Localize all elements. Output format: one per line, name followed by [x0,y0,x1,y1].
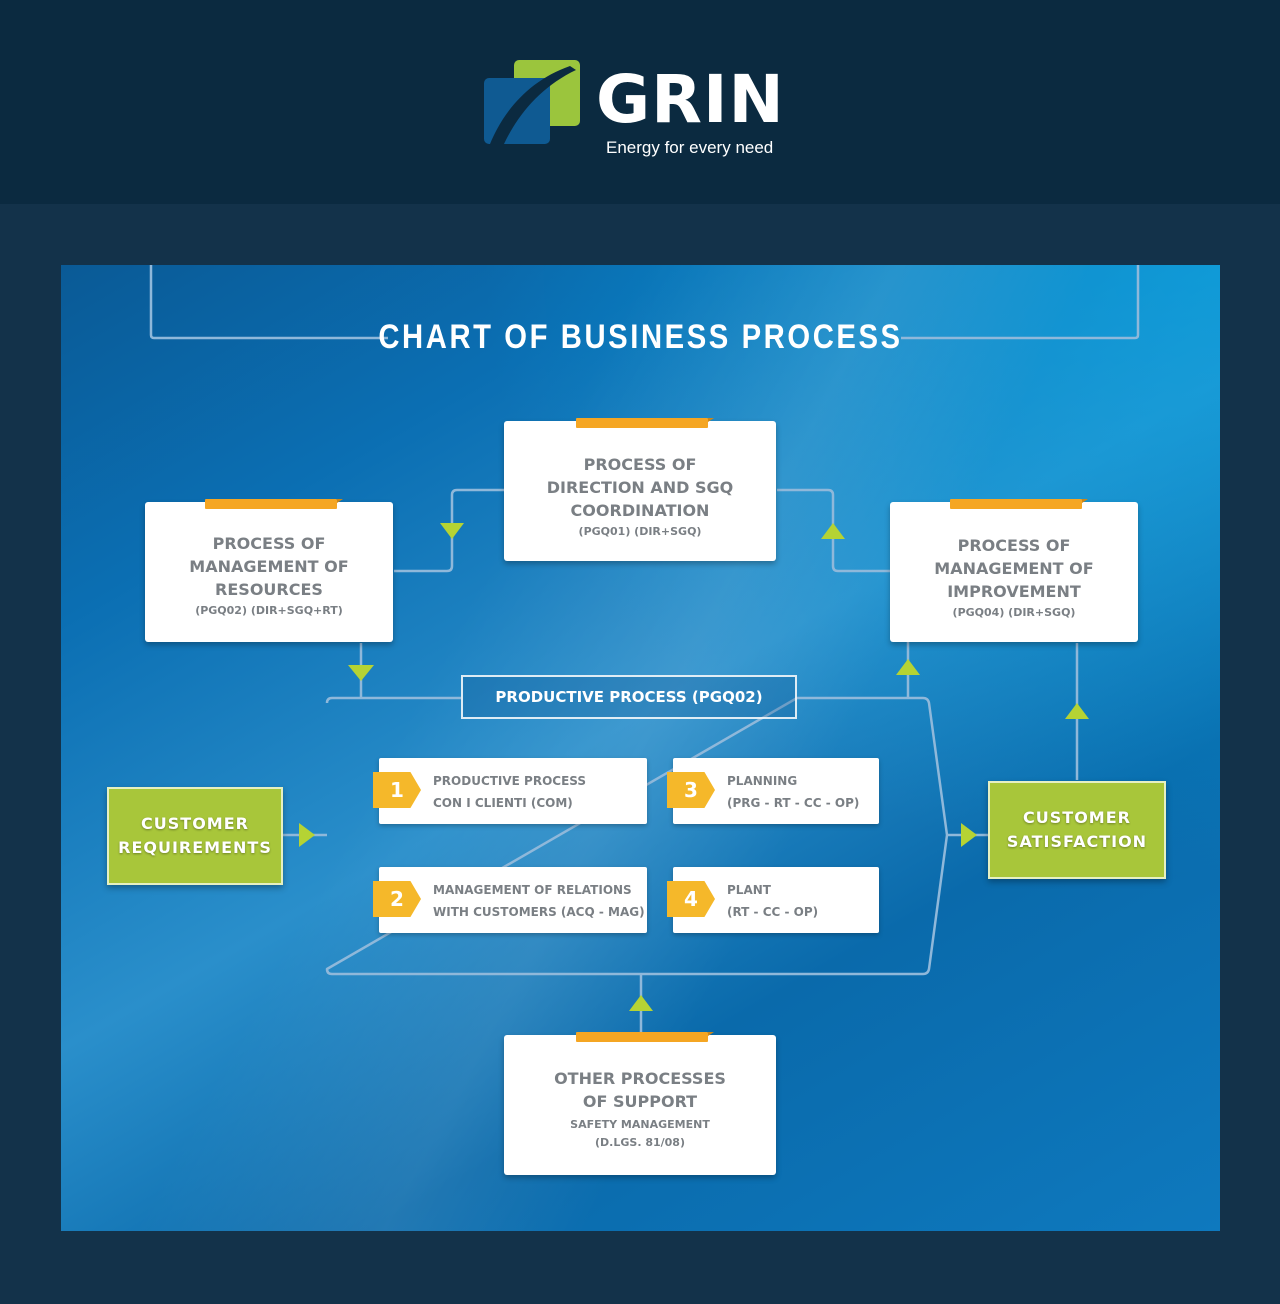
chart-title: CHART OF BUSINESS PROCESS [378,318,903,356]
arrow-down-icon [440,523,464,539]
arrow-right-icon [299,823,315,847]
brand-tagline: Energy for every need [606,138,774,157]
customer-satisfaction-line-2: SATISFACTION [1006,832,1148,851]
arrow-up-icon [896,659,920,675]
resources-code: (PGQ02) (DIR+SGQ+RT) [195,604,343,617]
improvement-code: (PGQ04) (DIR+SGQ) [952,606,1076,619]
step-4-box: 4 PLANT (RT - CC - OP) [667,867,879,933]
step-4-number: 4 [667,881,715,917]
step-2-line-2: WITH CUSTOMERS (ACQ - MAG) [433,905,645,919]
arrow-up-icon [1065,703,1089,719]
resources-title-line-3: RESOURCES [215,580,323,599]
direction-title-line-1: PROCESS OF [583,455,697,474]
chart-panel: CHART OF BUSINESS PROCESS PROCESS OF DIR… [61,265,1220,1231]
improvement-title-line-3: IMPROVEMENT [947,582,1081,601]
arrow-down-icon [348,665,374,681]
direction-title-line-3: COORDINATION [570,501,710,520]
brand-name: GRIN [596,61,785,138]
customer-satisfaction-line-1: CUSTOMER [1023,808,1131,827]
support-process-box: OTHER PROCESSES OF SUPPORT SAFETY MANAGE… [504,1032,776,1175]
arrow-up-icon [629,995,653,1011]
step-3-box: 3 PLANNING (PRG - RT - CC - OP) [667,758,879,824]
improvement-process-box: PROCESS OF MANAGEMENT OF IMPROVEMENT (PG… [890,499,1138,642]
direction-process-box: PROCESS OF DIRECTION AND SGQ COORDINATIO… [504,418,776,561]
step-2-box: 2 MANAGEMENT OF RELATIONS WITH CUSTOMERS… [373,867,647,933]
step-3-line-2: (PRG - RT - CC - OP) [727,796,860,810]
arrow-up-icon [821,523,845,539]
step-2-line-1: MANAGEMENT OF RELATIONS [433,883,632,897]
arrow-right-icon [961,823,977,847]
improvement-title-line-2: MANAGEMENT OF [934,559,1094,578]
support-sub-line-2: (D.LGS. 81/08) [595,1136,685,1149]
step-1-number: 1 [373,772,421,808]
productive-process-label: PRODUCTIVE PROCESS (PGQ02) [461,675,797,719]
resources-process-box: PROCESS OF MANAGEMENT OF RESOURCES (PGQ0… [145,499,393,642]
step-3-line-1: PLANNING [727,774,798,788]
step-1-box: 1 PRODUCTIVE PROCESS CON I CLIENTI (COM) [373,758,647,824]
support-title-line-1: OTHER PROCESSES [554,1069,726,1088]
direction-code: (PGQ01) (DIR+SGQ) [578,525,702,538]
step-1-line-2: CON I CLIENTI (COM) [433,796,573,810]
direction-title-line-2: DIRECTION AND SGQ [546,478,734,497]
support-sub-line-1: SAFETY MANAGEMENT [570,1118,710,1131]
header: GRIN Energy for every need [0,0,1280,204]
step-2-number: 2 [373,881,421,917]
customer-requirements-line-1: CUSTOMER [141,814,249,833]
connector-lines [149,265,1140,1035]
step-1-line-1: PRODUCTIVE PROCESS [433,774,587,788]
step-4-line-2: (RT - CC - OP) [727,905,819,919]
customer-requirements-box: CUSTOMER REQUIREMENTS [107,787,283,885]
support-title-line-2: OF SUPPORT [582,1092,698,1111]
step-4-line-1: PLANT [727,883,771,897]
improvement-title-line-1: PROCESS OF [957,536,1071,555]
step-3-number: 3 [667,772,715,808]
grin-logo-icon [484,60,580,144]
resources-title-line-1: PROCESS OF [212,534,326,553]
resources-title-line-2: MANAGEMENT OF [189,557,349,576]
customer-satisfaction-box: CUSTOMER SATISFACTION [988,781,1166,879]
customer-requirements-line-2: REQUIREMENTS [118,838,272,857]
